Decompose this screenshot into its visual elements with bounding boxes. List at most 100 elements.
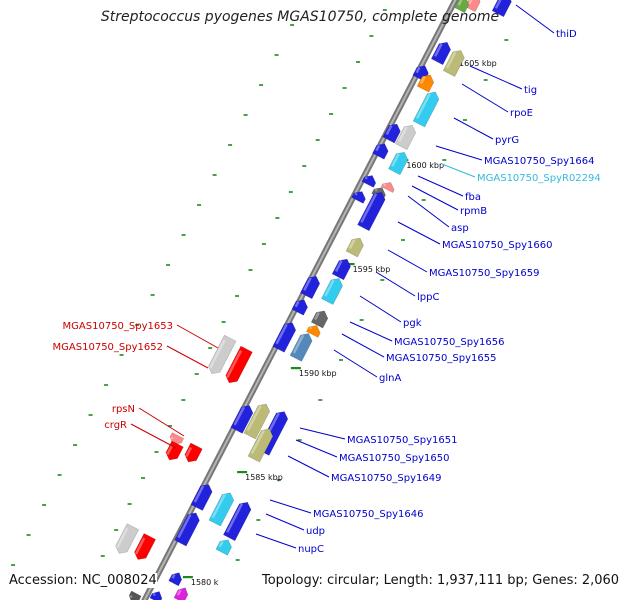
forward-feature	[272, 322, 297, 353]
minor-tick	[261, 243, 266, 245]
minor-tick	[369, 35, 374, 37]
gene-label-rpoE: rpoE	[510, 108, 533, 119]
label-connector	[441, 163, 476, 178]
gene-label-MGAS10750_Spy1651: MGAS10750_Spy1651	[347, 435, 457, 446]
minor-tick	[243, 114, 248, 116]
forward-feature-shape	[382, 123, 401, 144]
forward-feature	[454, 0, 470, 14]
reverse-feature-shape	[169, 432, 185, 445]
forward-feature-highlight	[348, 239, 356, 250]
forward-feature	[395, 125, 416, 150]
gene-label-nupC: nupC	[298, 544, 324, 555]
forward-feature	[412, 91, 440, 128]
reverse-feature-highlight	[129, 595, 133, 598]
minor-tick	[11, 564, 16, 566]
label-connector	[349, 321, 393, 342]
minor-tick	[274, 54, 279, 56]
forward-feature	[300, 275, 321, 300]
minor-tick	[197, 204, 202, 206]
reverse-feature	[169, 432, 185, 445]
gene-label-rpmB: rpmB	[460, 206, 487, 217]
forward-feature-shape	[300, 275, 321, 300]
label-connector	[411, 185, 459, 211]
label-connector	[359, 295, 402, 323]
forward-feature-shape	[223, 501, 252, 542]
minor-tick	[329, 113, 334, 115]
tick-label: 1585 kbp	[245, 473, 283, 482]
gene-label-pyrG: pyrG	[495, 135, 519, 146]
reverse-feature-shape	[184, 442, 203, 463]
gene-label-crgR: crgR	[104, 420, 127, 431]
minor-tick	[318, 399, 323, 401]
minor-tick	[181, 234, 186, 236]
forward-feature	[351, 191, 366, 204]
label-connector	[453, 117, 494, 140]
forward-feature-highlight	[233, 406, 245, 426]
forward-feature-highlight	[246, 405, 262, 432]
forward-feature-highlight	[374, 188, 378, 192]
tick-label: 1590 kbp	[299, 369, 337, 378]
accession-text: Accession: NC_008024	[9, 573, 157, 588]
reverse-feature	[165, 440, 184, 461]
label-connector	[255, 533, 297, 549]
forward-feature	[289, 333, 313, 362]
forward-feature-highlight	[354, 192, 358, 196]
forward-feature-shape	[310, 310, 329, 329]
forward-feature	[173, 587, 189, 600]
forward-feature-shape	[454, 0, 470, 14]
minor-tick	[73, 444, 78, 446]
minor-tick	[290, 24, 295, 26]
forward-feature-highlight	[226, 503, 244, 533]
forward-feature-highlight	[294, 300, 300, 308]
forward-feature-shape	[395, 125, 416, 150]
forward-feature-shape	[430, 41, 451, 66]
minor-tick	[194, 373, 199, 375]
forward-feature-highlight	[193, 485, 205, 503]
minor-tick	[382, 9, 387, 11]
forward-feature-highlight	[375, 144, 381, 152]
forward-feature-highlight	[385, 125, 393, 136]
forward-feature	[190, 484, 213, 511]
forward-feature-shape	[230, 405, 254, 434]
reverse-feature	[208, 334, 237, 375]
forward-feature	[243, 403, 271, 440]
forward-feature	[382, 123, 401, 144]
minor-tick	[248, 269, 253, 271]
forward-feature	[247, 428, 274, 463]
minor-tick	[181, 399, 186, 401]
gene-label-asp: asp	[451, 223, 469, 234]
minor-tick	[302, 165, 307, 167]
label-connector	[299, 427, 346, 440]
major-tick	[290, 367, 301, 370]
forward-feature-shape	[372, 143, 389, 160]
forward-feature-shape	[361, 175, 377, 188]
reverse-feature	[134, 533, 156, 560]
label-connector	[387, 249, 428, 273]
minor-tick	[104, 384, 109, 386]
gene-label-MGAS10750_Spy1653: MGAS10750_Spy1653	[63, 321, 173, 332]
forward-feature-highlight	[292, 334, 305, 354]
forward-feature-shape	[173, 587, 189, 600]
forward-feature	[310, 310, 329, 329]
reverse-feature-highlight	[116, 527, 129, 549]
minor-tick	[135, 324, 140, 326]
label-connector	[269, 499, 312, 514]
reverse-feature-highlight	[170, 436, 174, 440]
forward-feature-shape	[174, 512, 200, 547]
minor-tick	[88, 414, 93, 416]
forward-feature-shape	[247, 428, 274, 463]
gene-label-pgk: pgk	[403, 318, 422, 329]
major-tick	[237, 471, 248, 474]
reverse-feature-highlight	[166, 445, 174, 456]
major-tick	[182, 576, 193, 579]
minor-tick	[442, 159, 447, 161]
major-tick	[344, 263, 355, 266]
forward-feature-shape	[289, 333, 313, 362]
forward-feature-highlight	[360, 193, 378, 223]
forward-feature	[208, 492, 235, 527]
forward-feature-shape	[272, 322, 297, 353]
reverse-feature-shape	[128, 590, 142, 600]
gene-label-MGAS10750_Spy1664: MGAS10750_Spy1664	[484, 156, 594, 167]
minor-tick	[166, 264, 171, 266]
